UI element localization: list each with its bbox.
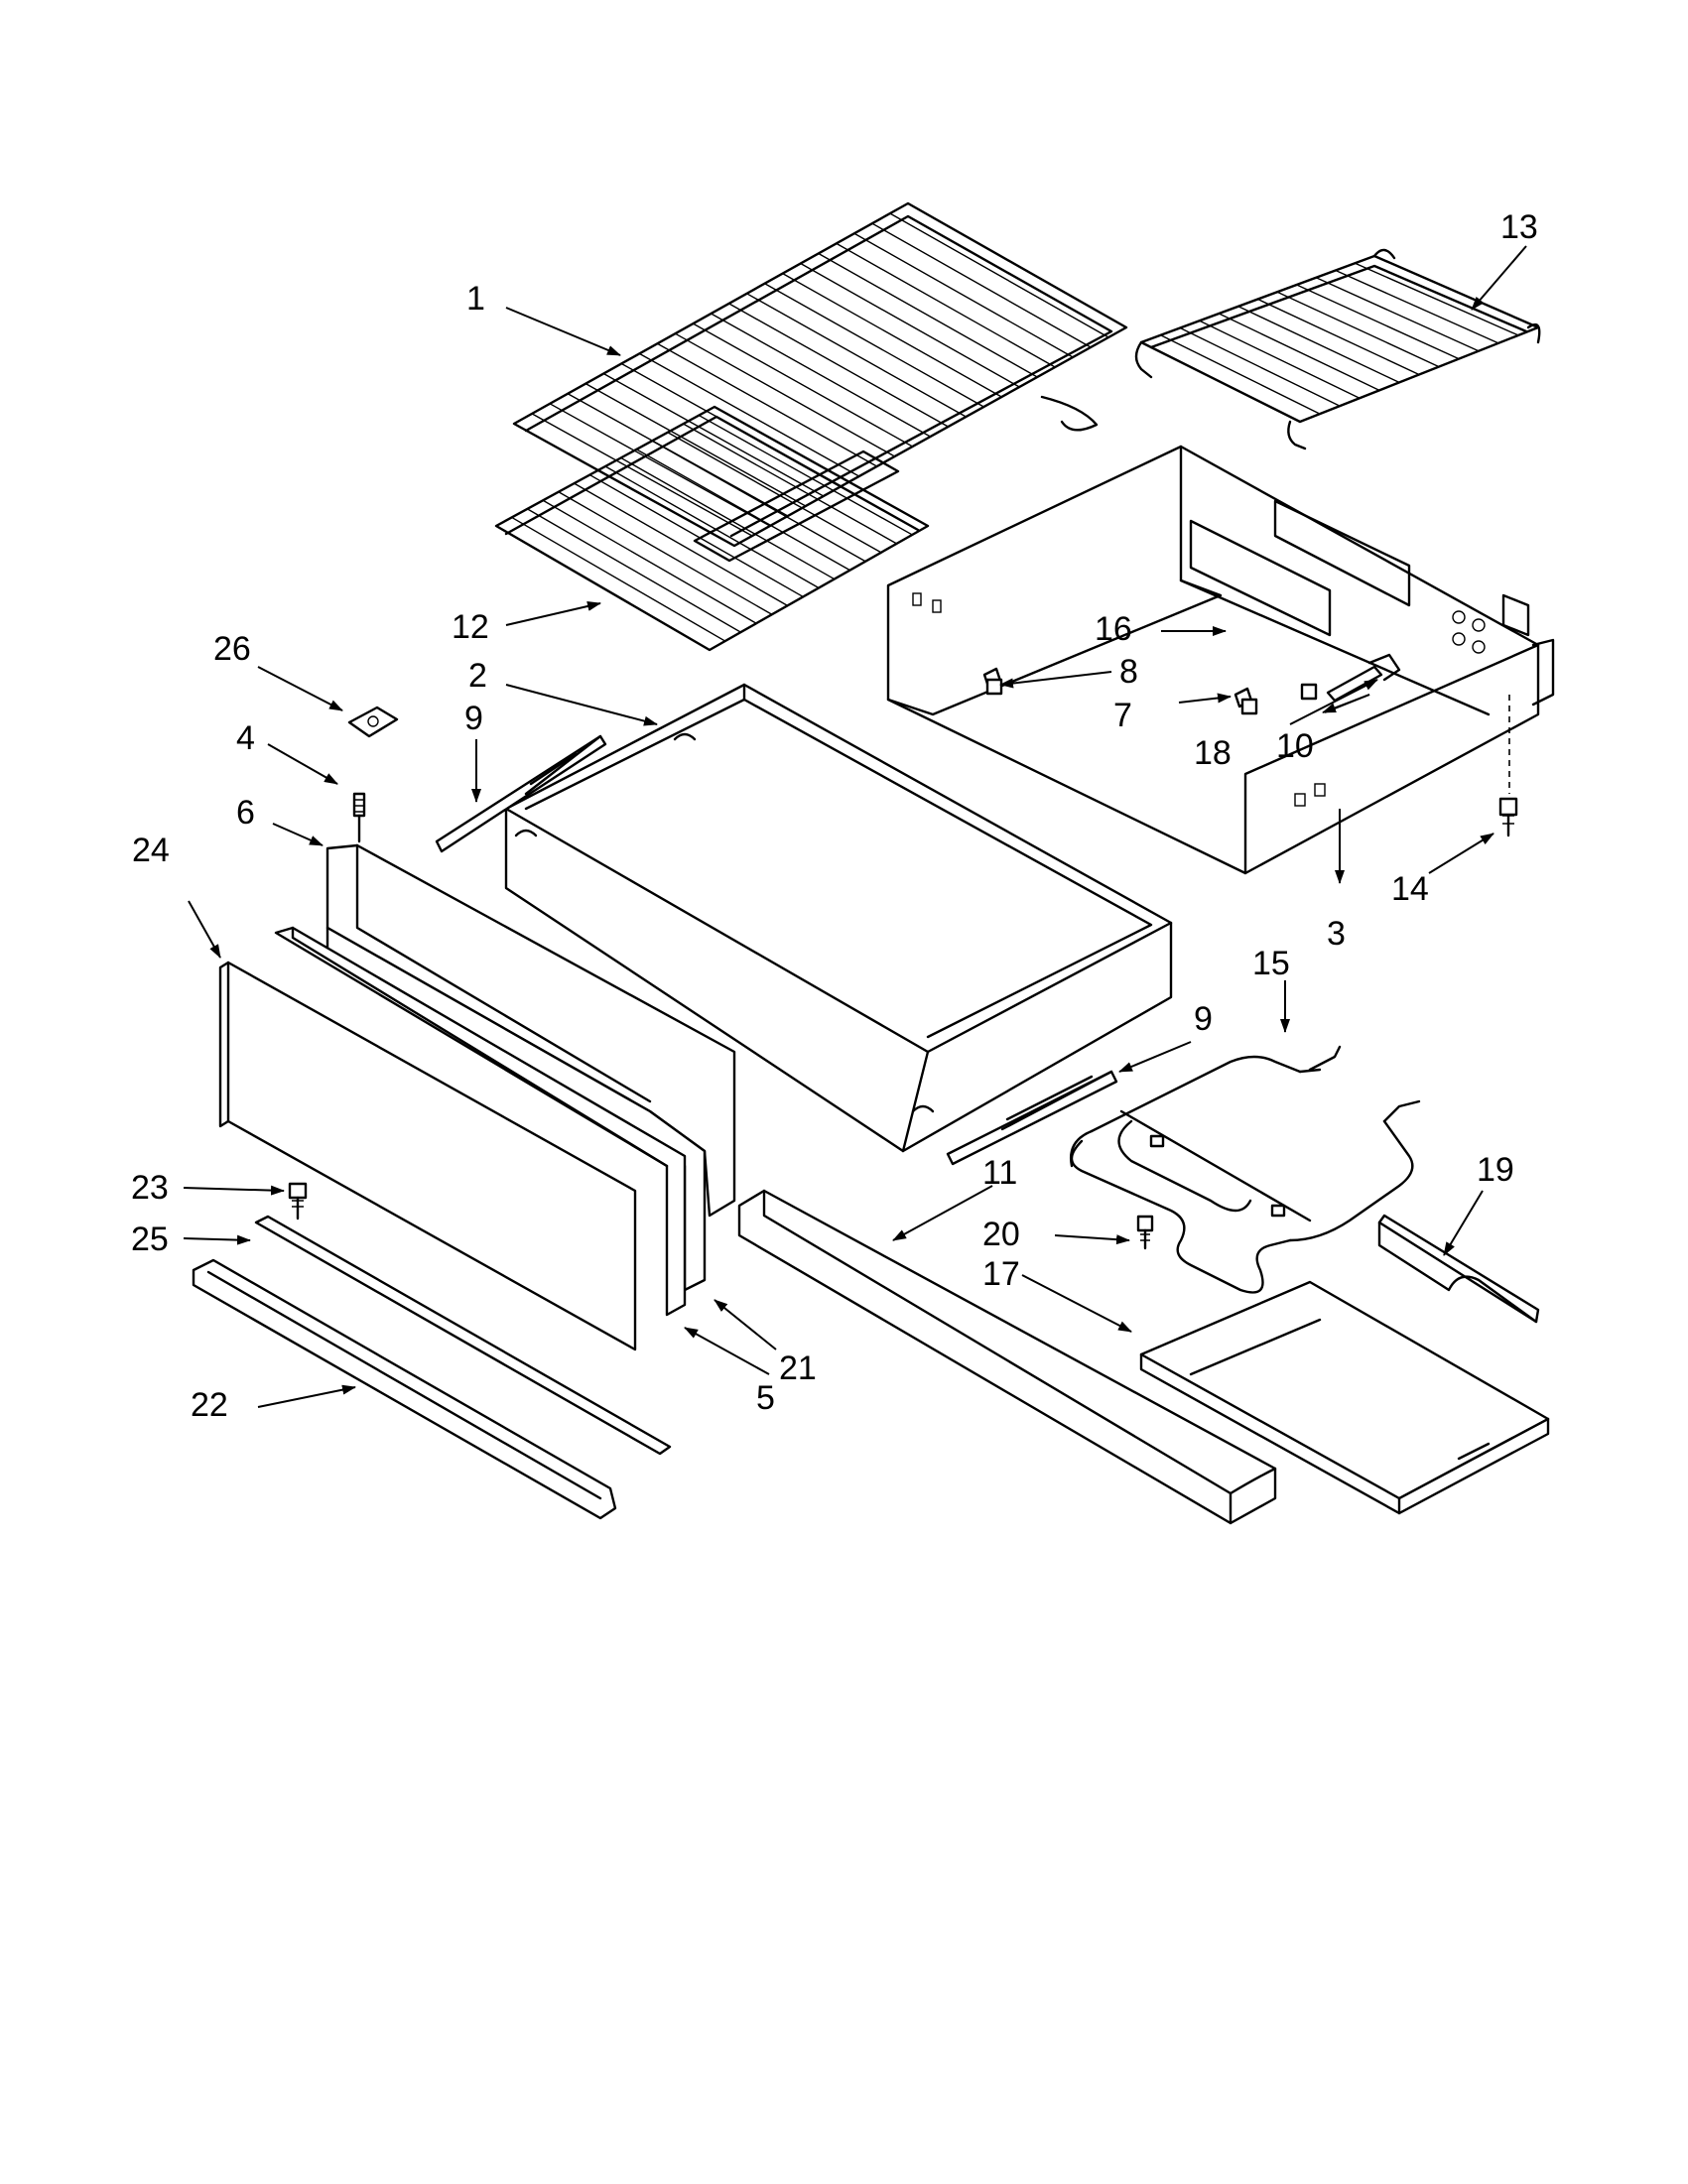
rack-wire	[588, 473, 804, 598]
label-14: 14	[1391, 870, 1429, 908]
label-23: 23	[131, 1169, 169, 1207]
sensor-10	[1326, 653, 1401, 703]
rack-wire	[651, 440, 866, 563]
rack-wire	[531, 413, 753, 537]
label-8: 8	[1119, 653, 1138, 691]
rack-wire	[889, 212, 1109, 338]
rack-wire	[764, 283, 984, 408]
label-22: 22	[191, 1386, 228, 1424]
label-16: 16	[1095, 610, 1132, 648]
label-6: 6	[236, 794, 255, 832]
rack-wire	[675, 332, 895, 457]
label-12: 12	[452, 608, 489, 646]
bolt-8	[982, 667, 1003, 696]
bolt-7	[1234, 687, 1258, 715]
label-13: 13	[1500, 208, 1538, 246]
rack-wire	[1296, 284, 1460, 360]
rack-wire	[1219, 313, 1380, 391]
broiler-pan	[1139, 1280, 1550, 1515]
rack-wire	[728, 303, 949, 428]
broil-element	[1070, 1045, 1421, 1294]
rack-wire	[853, 232, 1074, 358]
rack-wire	[1199, 320, 1361, 399]
rack-wire	[1315, 277, 1480, 352]
rack-wire	[549, 403, 771, 527]
rack-wire	[698, 414, 913, 536]
rack-wire	[1355, 262, 1519, 336]
label-18: 18	[1194, 734, 1232, 772]
label-5: 5	[756, 1379, 775, 1417]
rack-wire	[836, 242, 1056, 368]
rack-wire	[693, 322, 913, 448]
rack-wire	[1179, 326, 1341, 407]
broiler-housing	[886, 445, 1555, 875]
label-15: 15	[1252, 945, 1290, 982]
label-9b: 9	[1194, 1000, 1213, 1038]
rack-wire	[1257, 298, 1420, 376]
bolt-18	[1300, 683, 1318, 701]
rack-wire	[1335, 269, 1499, 344]
rack-wire	[1237, 306, 1400, 384]
leader-lines	[183, 245, 1527, 1408]
rack-wire	[1160, 334, 1321, 415]
rack-wire	[657, 342, 877, 467]
label-24: 24	[132, 832, 170, 869]
oven-rack-upper	[512, 201, 1128, 548]
rack-wire	[604, 465, 820, 589]
small-rack	[1134, 248, 1541, 450]
label-9a: 9	[464, 700, 483, 737]
rack-wire	[620, 456, 836, 580]
label-1: 1	[466, 280, 485, 318]
door-outer-panel	[218, 961, 637, 1351]
rack-wire	[602, 372, 825, 497]
label-7: 7	[1113, 697, 1132, 734]
label-11: 11	[982, 1154, 1017, 1192]
label-4: 4	[236, 719, 255, 757]
rack-wire	[782, 273, 1002, 398]
rack-wire	[683, 423, 897, 545]
rack-wire	[542, 499, 757, 624]
screw-14	[1498, 797, 1518, 837]
oven-rack-lower	[494, 405, 930, 652]
screw-20	[1136, 1215, 1154, 1250]
rack-wire	[818, 252, 1038, 378]
rack-wire	[584, 383, 807, 507]
label-10: 10	[1276, 727, 1314, 765]
vent-trim	[737, 1189, 1277, 1525]
rack-wire	[800, 262, 1020, 388]
rack-wire	[1276, 291, 1440, 368]
rack-wire	[711, 313, 931, 438]
label-20: 20	[982, 1216, 1020, 1253]
label-26: 26	[213, 630, 251, 668]
element-bracket	[1377, 1214, 1540, 1324]
label-21: 21	[779, 1349, 817, 1387]
clip-nut	[347, 706, 399, 738]
door-glass-panel	[274, 926, 687, 1317]
rack-wire	[636, 449, 850, 572]
door-trim-strip	[254, 1215, 672, 1456]
rack-wire	[871, 222, 1092, 348]
rack-wire	[527, 508, 741, 633]
label-3: 3	[1327, 915, 1346, 953]
door-bottom-trim	[192, 1258, 617, 1520]
door-screw	[352, 792, 366, 843]
rack-wire	[511, 516, 726, 642]
screw-23	[288, 1182, 308, 1220]
rack-wire	[574, 482, 788, 606]
label-25: 25	[131, 1220, 169, 1258]
label-17: 17	[982, 1255, 1020, 1293]
callout-labels: 1 2 3 4 5 6 7 8 9 9 10 11 12 13 14 15 16…	[131, 208, 1538, 1424]
label-19: 19	[1477, 1151, 1514, 1189]
rack-wire	[558, 491, 773, 615]
rack-wire	[746, 293, 967, 418]
rack-wire	[667, 432, 882, 554]
drawer-slide-left	[435, 734, 607, 853]
label-2: 2	[468, 657, 487, 695]
rack-wire	[638, 352, 860, 477]
drawer-slide-right	[946, 1070, 1118, 1166]
drawer-pan	[504, 683, 1173, 1153]
